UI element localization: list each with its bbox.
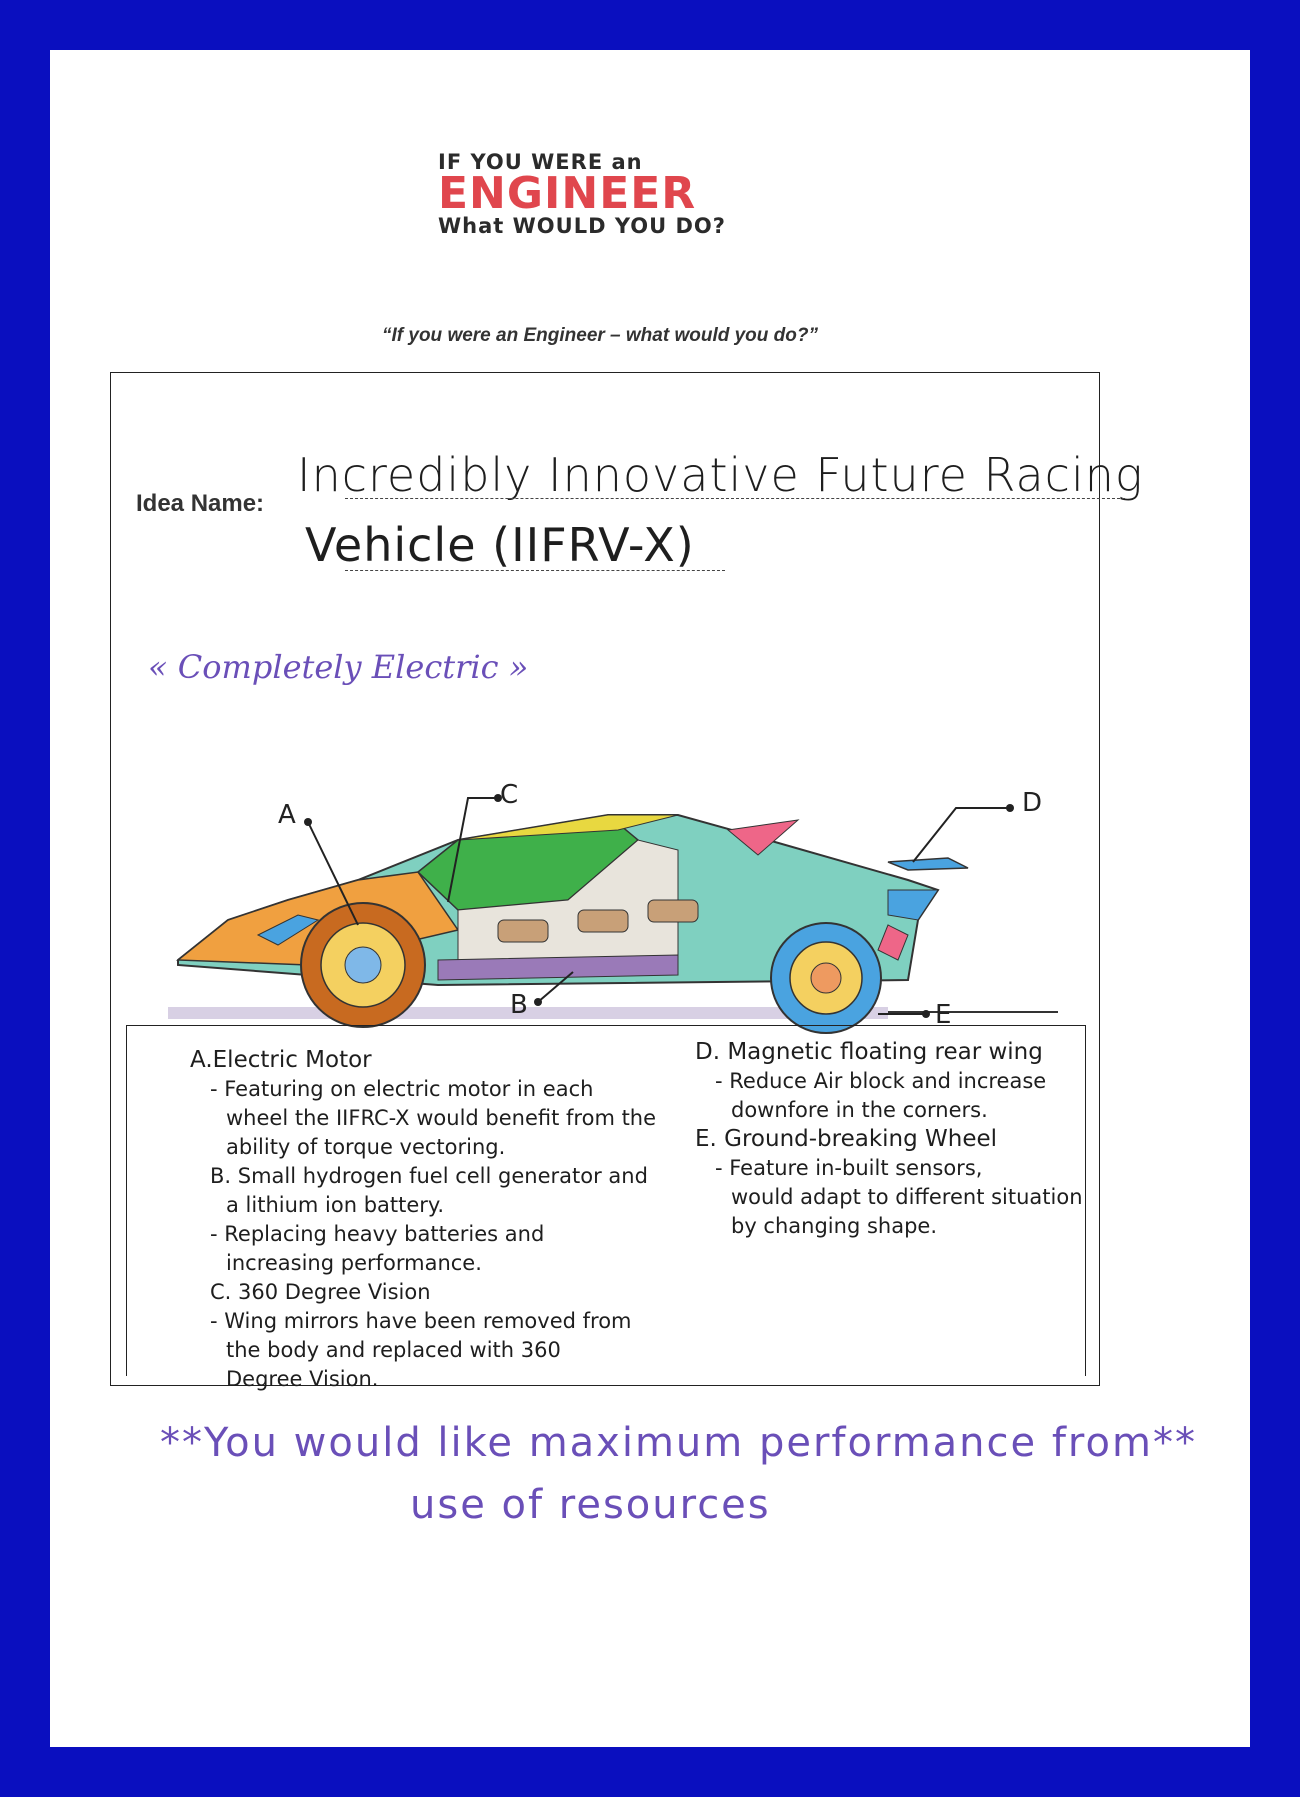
idea-title-line-1: Incredibly Innovative Future Racing — [297, 448, 1144, 502]
callout-e-dot — [922, 1010, 930, 1018]
callout-b-dot — [534, 998, 542, 1006]
note-line: by changing shape. — [731, 1214, 937, 1238]
notes-box — [126, 1025, 1086, 1376]
note-line: a lithium ion battery. — [226, 1193, 445, 1217]
footer-line-1: **You would like maximum performance fro… — [160, 1420, 1197, 1466]
callout-d-label: D — [1022, 788, 1043, 818]
front-vent — [256, 914, 320, 946]
callout-c-line — [447, 797, 498, 903]
rear-wheel-center — [810, 962, 842, 994]
title-underline-1 — [345, 498, 1125, 499]
seat-rear — [647, 899, 699, 923]
callout-c-label: C — [500, 780, 519, 810]
callout-a-dot — [304, 818, 312, 826]
callout-b-label: B — [510, 990, 528, 1020]
idea-title-line-2: Vehicle (IIFRV-X) — [305, 518, 695, 572]
notes-left-column: A.Electric Motor - Featuring on electric … — [190, 1046, 670, 1394]
seat-middle — [577, 909, 629, 933]
footer-line-2: use of resources — [410, 1482, 771, 1528]
rear-lamp — [877, 924, 909, 961]
callout-c-dot — [494, 794, 502, 802]
title-underline-2 — [345, 570, 725, 571]
note-line: E. Ground-breaking Wheel — [695, 1126, 998, 1152]
notes-right-column: D. Magnetic floating rear wing - Reduce A… — [695, 1038, 1155, 1241]
note-line: the body and replaced with 360 — [226, 1338, 561, 1362]
floating-rear-wing — [887, 857, 969, 871]
callout-a-label: A — [278, 800, 296, 830]
note-line: C. 360 Degree Vision — [210, 1280, 431, 1304]
engineer-logo: IF YOU WERE an ENGINEER What WOULD YOU D… — [438, 150, 798, 238]
logo-line-2: ENGINEER — [438, 168, 697, 219]
racing-car-drawing — [168, 794, 1058, 1034]
completely-electric-label: « Completely Electric » — [148, 648, 529, 686]
note-line: would adapt to different situation — [731, 1185, 1083, 1209]
note-line: - Replacing heavy batteries and — [210, 1222, 545, 1246]
roof-stripe — [457, 814, 679, 841]
callout-d-dot — [1006, 804, 1014, 812]
note-line: Degree Vision. — [226, 1367, 379, 1391]
rear-fin — [726, 819, 800, 856]
note-line: ability of torque vectoring. — [226, 1135, 506, 1159]
front-wheel-center — [344, 946, 382, 984]
callout-a-line — [307, 821, 359, 926]
note-line: wheel the IIFRC-X would benefit from the — [226, 1106, 657, 1130]
callout-e-label: E — [935, 1000, 952, 1030]
note-line: B. Small hydrogen fuel cell generator an… — [210, 1164, 648, 1188]
seat-front — [497, 919, 549, 943]
logo-line-1: IF YOU WERE an — [438, 150, 643, 174]
battery-pack — [437, 954, 679, 981]
note-line: - Reduce Air block and increase — [715, 1069, 1047, 1093]
callout-b-line — [537, 971, 574, 1003]
note-line: - Feature in-built sensors, — [715, 1156, 983, 1180]
note-line: - Featuring on electric motor in each — [210, 1077, 594, 1101]
tail-light — [887, 889, 939, 921]
idea-frame — [110, 372, 1100, 1386]
note-line: downfore in the corners. — [731, 1098, 988, 1122]
note-line: increasing performance. — [226, 1251, 482, 1275]
note-line: A.Electric Motor — [190, 1047, 372, 1073]
tagline: “If you were an Engineer – what would yo… — [382, 325, 818, 346]
logo-line-3: What WOULD YOU DO? — [438, 214, 726, 238]
note-line: - Wing mirrors have been removed from — [210, 1309, 632, 1333]
idea-name-label: Idea Name: — [136, 490, 265, 517]
callout-d-line — [912, 807, 1010, 863]
note-line: D. Magnetic floating rear wing — [695, 1039, 1043, 1065]
